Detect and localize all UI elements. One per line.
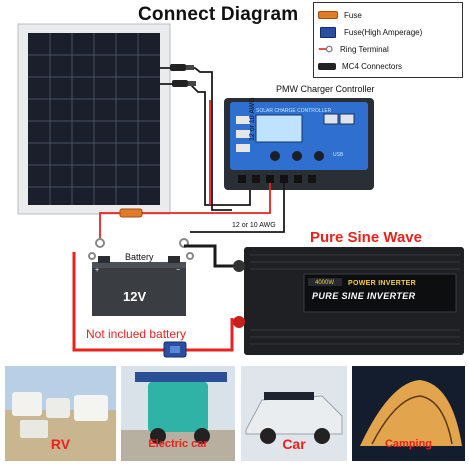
controller-battery-wires xyxy=(99,183,285,238)
fuse-icon xyxy=(318,11,338,19)
battery-label: Battery xyxy=(125,252,154,262)
solar-panel xyxy=(17,23,171,215)
legend-label: Ring Terminal xyxy=(340,44,389,54)
mc4-connector-icon xyxy=(318,62,336,70)
svg-text:−: − xyxy=(176,267,180,274)
legend: Fuse Fuse(High Amperage) Ring Terminal M… xyxy=(313,2,463,78)
mc4-connector xyxy=(170,64,196,87)
svg-text:+: + xyxy=(95,267,99,274)
high-amperage-fuse-icon xyxy=(163,341,187,358)
controller-label: PMW Charger Controller xyxy=(276,84,375,94)
fuse-icon xyxy=(119,208,143,218)
application-camping: Camping xyxy=(352,366,465,461)
ring-terminal-icon xyxy=(88,238,194,260)
legend-label: Fuse(High Amperage) xyxy=(344,27,423,37)
battery: + − xyxy=(92,256,186,316)
application-electric-car: Electric car xyxy=(121,366,235,461)
application-label: RV xyxy=(50,436,71,452)
battery-voltage: 12V xyxy=(123,289,147,304)
diagram-title: Connect Diagram xyxy=(138,4,299,25)
wire-gauge-vertical: 12 or 10 AWG xyxy=(249,97,256,141)
application-label: Electric car xyxy=(148,438,208,450)
application-label: Camping xyxy=(384,438,433,450)
inverter-line1: POWER INVERTER xyxy=(348,280,416,287)
legend-item-ring-terminal: Ring Terminal xyxy=(318,41,389,57)
legend-item-mc4-connectors: MC4 Connectors xyxy=(318,58,402,74)
application-photos xyxy=(5,366,465,461)
application-car: Car xyxy=(241,366,347,461)
controller-usb-text: USB xyxy=(333,152,344,158)
legend-item-high-amperage-fuse: Fuse(High Amperage) xyxy=(318,24,422,40)
ring-terminal-icon xyxy=(318,45,333,53)
application-rv: RV xyxy=(5,366,116,461)
battery-inverter-wires xyxy=(72,244,238,352)
legend-label: MC4 Connectors xyxy=(342,61,403,71)
application-label: Car xyxy=(282,436,306,452)
controller-panel-text: SOLAR CHARGE CONTROLLER xyxy=(256,108,332,114)
legend-item-fuse: Fuse xyxy=(318,7,362,23)
inverter xyxy=(233,247,464,355)
battery-note: Not inclued battery xyxy=(85,327,188,341)
wire-gauge-horizontal: 12 or 10 AWG xyxy=(232,222,276,229)
inverter-title: Pure Sine Wave xyxy=(310,229,422,246)
legend-label: Fuse xyxy=(344,10,362,20)
charge-controller xyxy=(224,98,374,190)
high-amperage-fuse-icon xyxy=(320,26,336,38)
inverter-line2: PURE SINE INVERTER xyxy=(312,291,416,301)
inverter-brand-text: 4000W xyxy=(315,280,335,286)
